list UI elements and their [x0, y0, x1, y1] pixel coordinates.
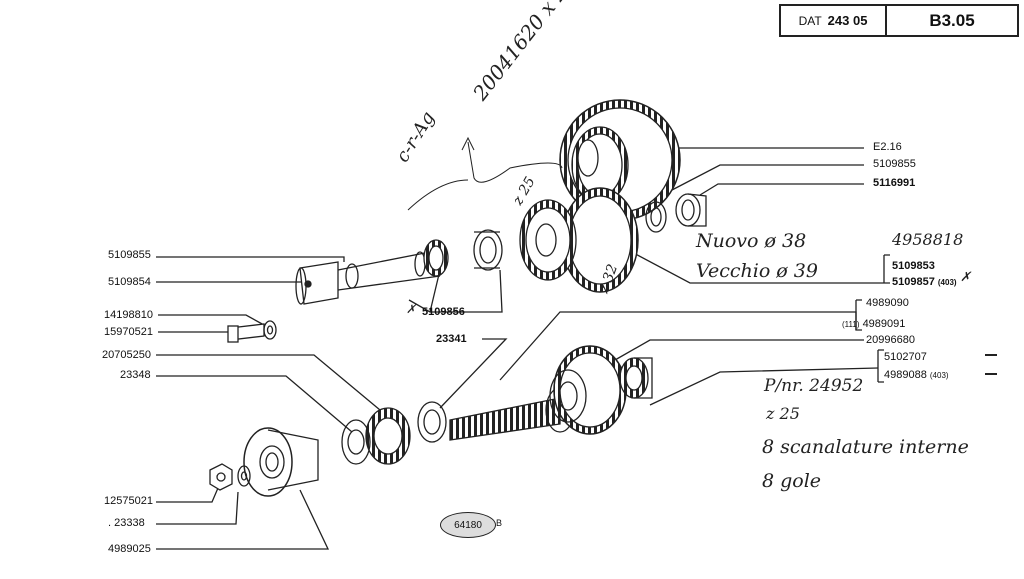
leader-line [156, 487, 219, 503]
leader-line [439, 338, 508, 409]
part-number-label: 14198810 [104, 309, 153, 321]
part-number-label: . 23338 [108, 517, 145, 529]
part-number-label: 15970521 [104, 326, 153, 338]
part-number-label: 4989088 (403) [884, 369, 949, 381]
drawing-title-block: DAT 243 05 B3.05 [779, 4, 1019, 37]
handwritten-vecchio-note: Vecchio ø 39 [696, 260, 818, 282]
leader-line [671, 164, 864, 191]
part-number-label: (111) 4989091 [842, 318, 906, 330]
part-number-label: 20996680 [866, 334, 915, 346]
leader-line [156, 375, 353, 433]
leader-line [156, 489, 330, 550]
handwritten-spline-note: 8 scanalature interne [762, 436, 969, 458]
handwritten-dash-mark [985, 354, 997, 356]
part-number-label: 5116991 [873, 177, 916, 189]
leader-line [429, 269, 441, 313]
leader-line [156, 256, 345, 262]
reference-cell: B3.05 [929, 10, 975, 30]
part-number-label: 5109855 [108, 249, 151, 261]
handwritten-pnr-note: P/nr. 24952 [764, 376, 864, 396]
leader-line [614, 339, 864, 361]
handwritten-groove-note: 8 gole [762, 470, 822, 492]
part-number-label: E2.16 [873, 141, 902, 153]
leader-line [408, 269, 503, 313]
handwritten-tooth-count: z 25 [766, 404, 800, 423]
leader-line [627, 249, 884, 284]
leader-line [156, 354, 381, 411]
handwritten-cross-mark: ✗ [960, 270, 971, 285]
handwritten-cross-mark: ✗ [406, 302, 417, 316]
figure-code-suffix: B [496, 518, 503, 528]
part-number-label: 5109857 (403) [892, 276, 957, 288]
part-number-label: 5109854 [108, 276, 151, 288]
leader-line [156, 491, 239, 525]
part-number-label: 5109853 [892, 260, 935, 272]
dat-label: DAT [798, 13, 822, 28]
part-number-label: 5109856 [422, 306, 465, 318]
leader-line [158, 314, 265, 326]
part-number-label: 4989025 [108, 543, 151, 555]
part-number-label: 5109855 [873, 158, 916, 170]
figure-code-badge: 64180 [440, 512, 496, 538]
part-number-label: 23341 [436, 333, 467, 345]
handwritten-dash-mark [985, 373, 997, 375]
handwritten-code-note: 4958818 [892, 230, 964, 249]
part-number-label: 5102707 [884, 351, 927, 363]
part-number-label: 20705250 [102, 349, 151, 361]
handwritten-nuovo-note: Nuovo ø 38 [696, 230, 807, 252]
leader-line [649, 367, 879, 406]
part-number-label: 4989090 [866, 297, 909, 309]
dat-number: 243 05 [827, 13, 868, 28]
part-number-label: 12575021 [104, 495, 153, 507]
dat-cell: DAT 243 05 [781, 6, 887, 35]
part-number-label: 23348 [120, 369, 151, 381]
leader-line [699, 183, 864, 196]
